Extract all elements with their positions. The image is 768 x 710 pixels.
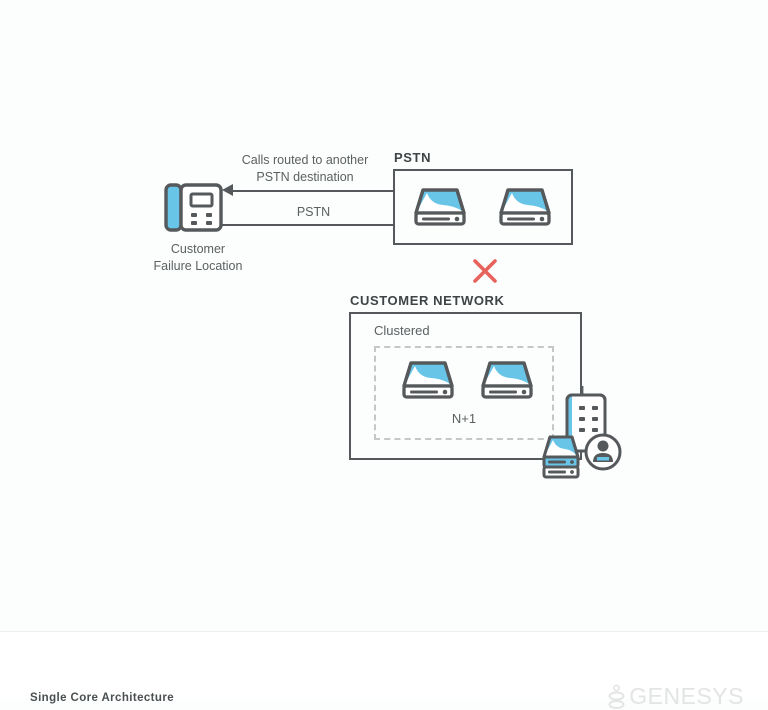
connection-1-label-line2: PSTN destination: [256, 170, 354, 184]
pstn-server-1: [411, 186, 469, 228]
page-footer: Single Core Architecture GENESYS: [0, 631, 768, 709]
x-cross-icon: [472, 258, 498, 284]
connection-2-line: [222, 224, 395, 226]
endpoint-caption-line1: Customer: [170, 242, 226, 256]
connection-1-arrowhead: [222, 184, 233, 196]
cluster-redundancy-label: N+1: [451, 411, 477, 426]
cluster-label: Clustered: [374, 323, 430, 338]
pstn-server-2: [496, 186, 554, 228]
cluster-server-2: [478, 359, 536, 401]
customer-site-group: [536, 386, 628, 490]
pstn-zone-box: [393, 169, 573, 245]
connection-2-label: PSTN: [296, 205, 331, 219]
connection-1-line: [232, 190, 395, 192]
footer-brand-text: GENESYS: [629, 683, 744, 709]
desk-phone-icon: [163, 182, 225, 234]
endpoint-caption-line2: Failure Location: [153, 259, 243, 273]
customer-zone-title: CUSTOMER NETWORK: [350, 293, 505, 308]
diagram-stage: Customer Failure Location Calls routed t…: [153, 150, 628, 490]
cluster-dashed-box: [374, 346, 554, 440]
connection-1-label-line1: Calls routed to another: [241, 153, 369, 167]
cluster-server-1: [399, 359, 457, 401]
pstn-zone-title: PSTN: [394, 150, 432, 165]
footer-logo: GENESYS: [608, 683, 744, 710]
footer-title: Single Core Architecture: [30, 692, 175, 704]
genesys-logo-mark: [608, 684, 625, 710]
